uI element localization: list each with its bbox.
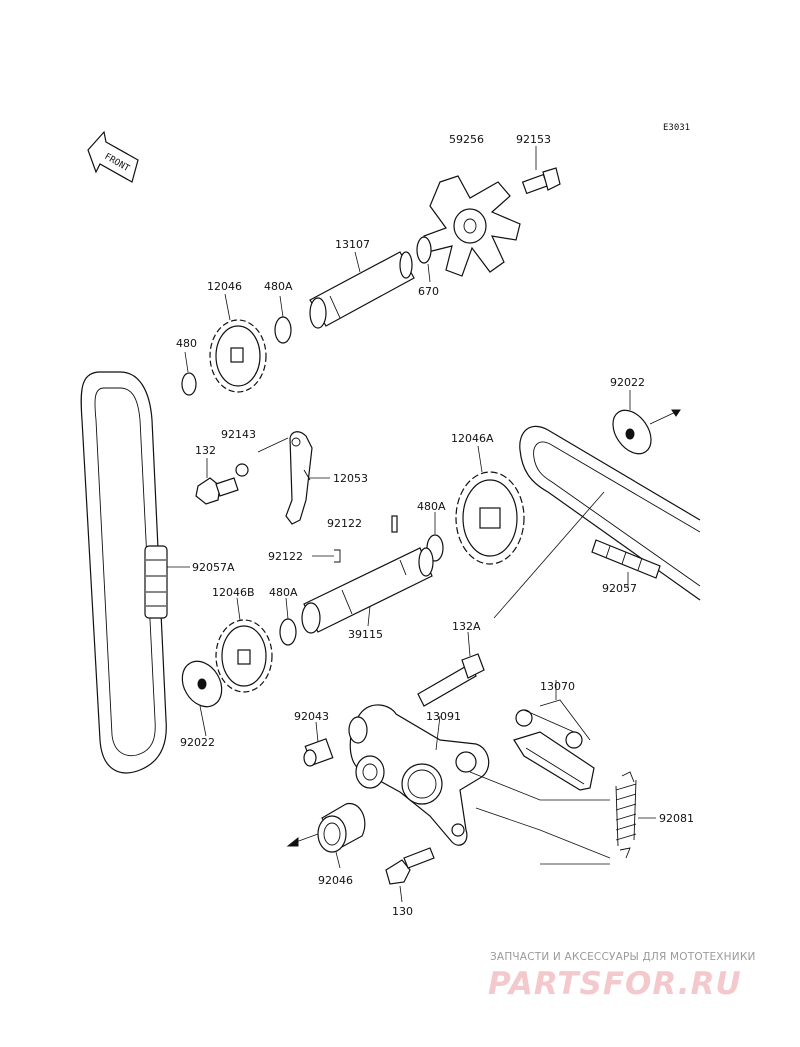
watermark-tagline: ЗАПЧАСТИ И АКСЕССУАРЫ ДЛЯ МОТОТЕХНИКИ — [490, 951, 756, 963]
label-13107: 13107 — [335, 238, 370, 251]
pin-92122-a — [391, 515, 398, 533]
pin-92122-b — [312, 549, 341, 563]
tensioner-arm-13091 — [349, 704, 490, 846]
label-92022-left: 92022 — [180, 736, 215, 749]
label-59256: 59256 — [449, 133, 484, 146]
slider-13070 — [513, 680, 595, 791]
circlip-480 — [181, 372, 197, 396]
label-92057: 92057 — [602, 582, 637, 595]
label-132: 132 — [195, 444, 216, 457]
label-13070: 13070 — [540, 680, 575, 693]
circlip-480a-low — [279, 618, 297, 646]
label-92022-right: 92022 — [610, 376, 645, 389]
washer-92022-right — [612, 390, 681, 455]
bolt-92153 — [521, 146, 561, 195]
washer-92022-left — [181, 660, 223, 737]
label-480a-top: 480A — [264, 280, 293, 293]
master-link-92057 — [591, 539, 661, 579]
label-92046: 92046 — [318, 874, 353, 887]
master-link-92057a — [144, 545, 168, 619]
shaft-13107 — [309, 251, 415, 329]
diagram-code: E3031 — [663, 123, 690, 133]
bracket-12053 — [285, 431, 330, 525]
label-92057a: 92057A — [192, 561, 235, 574]
label-132a: 132A — [452, 620, 481, 633]
sprocket-12046b — [215, 597, 273, 693]
label-480a-low: 480A — [269, 586, 298, 599]
oring-670 — [416, 236, 432, 264]
label-92122-a: 92122 — [327, 517, 362, 530]
sprocket-12046a — [455, 445, 525, 565]
chain-loop-left — [80, 371, 190, 774]
sprocket-12046 — [209, 293, 267, 393]
label-92043: 92043 — [294, 710, 329, 723]
collar-upper — [348, 716, 368, 744]
label-39115: 39115 — [348, 628, 383, 641]
label-12046: 12046 — [207, 280, 242, 293]
shaft-39115 — [301, 547, 434, 634]
label-92143: 92143 — [221, 428, 256, 441]
label-12046a: 12046A — [451, 432, 494, 445]
circlip-480a-top — [274, 316, 292, 344]
collar-92043 — [303, 721, 334, 767]
label-12046b: 12046B — [212, 586, 255, 599]
fan-59256 — [423, 175, 521, 277]
bolt-132a — [417, 631, 485, 707]
front-arrow-icon: FRONT — [87, 130, 139, 183]
label-480: 480 — [176, 337, 197, 350]
collar-lower — [355, 755, 385, 789]
label-670: 670 — [418, 285, 439, 298]
label-92122-b: 92122 — [268, 550, 303, 563]
chain-loop-right — [519, 425, 701, 601]
bolt-130 — [385, 847, 435, 903]
label-13091: 13091 — [426, 710, 461, 723]
label-92081: 92081 — [659, 812, 694, 825]
label-12053: 12053 — [333, 472, 368, 485]
label-130: 130 — [392, 905, 413, 918]
spring-92081 — [615, 771, 656, 859]
label-480a-mid: 480A — [417, 500, 446, 513]
watermark-logo: PARTSFOR.RU — [488, 966, 742, 1002]
bolt-132 — [195, 463, 249, 505]
label-92153: 92153 — [516, 133, 551, 146]
bearing-92046 — [286, 802, 366, 869]
